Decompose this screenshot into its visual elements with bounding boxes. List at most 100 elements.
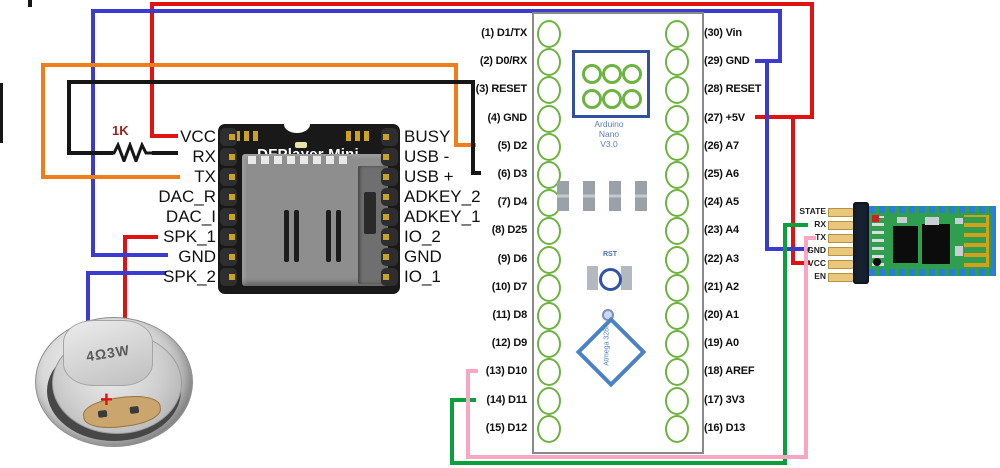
wire-red-5v-stub	[755, 115, 814, 119]
wire-black-left-drop	[67, 80, 71, 155]
wire-blue-right-drop	[778, 9, 782, 63]
dfplayer-pad	[220, 128, 237, 146]
dfplayer-gold-contact	[364, 131, 369, 141]
nano-reset-label: RST	[603, 251, 617, 258]
dfplayer-sd-slot	[242, 154, 388, 286]
nano-pin-24-label: (24) A5	[704, 196, 739, 208]
wire-red-spk1-stub	[123, 235, 158, 239]
bt-pin-leg	[828, 260, 855, 269]
nano-pin-15-label: (15) D12	[485, 422, 527, 434]
bt-pin-leg	[828, 234, 855, 243]
wire-fragment-top	[28, 0, 32, 7]
dfplayer-pad	[220, 248, 237, 266]
df-pin-dac-r: DAC_R	[158, 187, 216, 206]
nano-pin-hole	[537, 387, 561, 415]
wire-pink-left-drop	[466, 369, 470, 459]
nano-pin-hole	[537, 246, 561, 274]
df-pin-busy: BUSY	[404, 127, 451, 146]
dfplayer-pad	[381, 168, 398, 186]
nano-pin-7-label: (7) D4	[497, 196, 528, 208]
nano-pin-hole	[537, 330, 561, 358]
bt-pin-leg	[828, 247, 855, 256]
dfplayer-gold-contact	[253, 131, 258, 141]
wire-green-right-rise	[783, 223, 787, 465]
nano-pin-hole	[537, 274, 561, 302]
bt-pin-leg	[828, 221, 855, 230]
bt-chip	[922, 224, 950, 264]
nano-pin-1-label: (1) D1/TX	[481, 27, 527, 39]
nano-pin-hole	[665, 217, 689, 245]
bt-antenna	[964, 215, 989, 267]
nano-pin-hole	[537, 415, 561, 443]
dfplayer-pad	[220, 148, 237, 166]
dfplayer-gold-contact	[244, 131, 249, 141]
nano-pin-hole	[665, 20, 689, 48]
sd-contacts	[248, 156, 352, 164]
nano-pin-hole	[537, 358, 561, 386]
wire-orange-d2-stub	[454, 143, 476, 147]
wire-red-bt-vcc-stub	[791, 261, 810, 265]
dfplayer-module: DFPlayer Mini	[218, 116, 400, 294]
nano-pin-4-label: (4) GND	[487, 112, 527, 124]
wire-pink-right-rise	[804, 236, 808, 459]
bt-pin-state-label: STATE	[799, 206, 826, 216]
bt-led	[872, 215, 879, 222]
wire-orange-right-drop	[454, 63, 458, 147]
dfplayer-pad	[381, 128, 398, 146]
nano-pin-29-label: (29) GND	[704, 55, 750, 67]
nano-pin-13-label: (13) D10	[485, 365, 527, 377]
df-pin-io1: IO_1	[404, 267, 441, 286]
dfplayer-pad	[220, 188, 237, 206]
dfplayer-gold-contact	[355, 131, 360, 141]
nano-pin-16-label: (16) D13	[704, 422, 746, 434]
bt-chip	[893, 226, 918, 263]
resistor-1k-symbol	[110, 142, 154, 162]
dfplayer-gold-contact	[235, 131, 240, 141]
wire-black-rx-lead-left	[67, 151, 113, 155]
nano-icsp-header	[572, 50, 650, 118]
wire-green-left-drop	[450, 398, 454, 465]
nano-pin-18-label: (18) AREF	[704, 365, 755, 377]
nano-pin-21-label: (21) A2	[704, 281, 739, 293]
resistor-value-label: 1K	[112, 123, 129, 138]
bt-pin-en-label: EN	[814, 271, 826, 281]
nano-board-label-2: Nano	[598, 129, 620, 139]
wire-red-vcc-drop	[150, 2, 154, 138]
wire-orange-top	[41, 63, 458, 67]
wire-fragment-left	[0, 83, 3, 143]
bt-header-block	[853, 202, 869, 284]
nano-mcu-label: Atmega 328P	[603, 323, 611, 366]
nano-reset-button	[587, 266, 632, 291]
bt-pin-vcc-label: VCC	[808, 258, 826, 268]
df-pin-gnd: GND	[178, 247, 216, 266]
dfplayer-notch	[284, 116, 310, 133]
wire-black-rx-lead-right	[152, 151, 178, 155]
nano-pin-9-label: (9) D6	[497, 253, 528, 265]
nano-capacitor	[557, 181, 569, 211]
bt-pin-leg	[828, 208, 855, 217]
wire-blue-bt-drop	[765, 59, 769, 249]
bt-edge-pads	[869, 269, 996, 276]
bt-component	[955, 218, 963, 224]
nano-pin-hole	[665, 330, 689, 358]
dfplayer-pad	[381, 188, 398, 206]
bluetooth-module	[869, 206, 996, 276]
icsp-pin	[622, 64, 642, 84]
nano-pin-12-label: (12) D9	[491, 337, 527, 349]
nano-pin-17-label: (17) 3V3	[704, 394, 745, 406]
wire-pink-bt-tx-stub	[804, 236, 816, 240]
dfplayer-pad	[220, 208, 237, 226]
df-pin-gnd-r: GND	[404, 247, 442, 266]
speaker: 4Ω3W	[35, 315, 193, 447]
nano-pin-25-label: (25) A6	[704, 168, 739, 180]
nano-pin-8-label: (8) D25	[491, 224, 527, 236]
df-pin-rx: RX	[192, 147, 216, 166]
sd-slot-groove	[336, 210, 341, 262]
bt-pin-gnd-label: GND	[807, 245, 826, 255]
dfplayer-led	[295, 142, 307, 148]
nano-pin-hole	[665, 76, 689, 104]
icsp-pin	[602, 89, 622, 109]
df-pin-usb-p: USB +	[404, 167, 454, 186]
wire-blue-top	[91, 9, 782, 13]
